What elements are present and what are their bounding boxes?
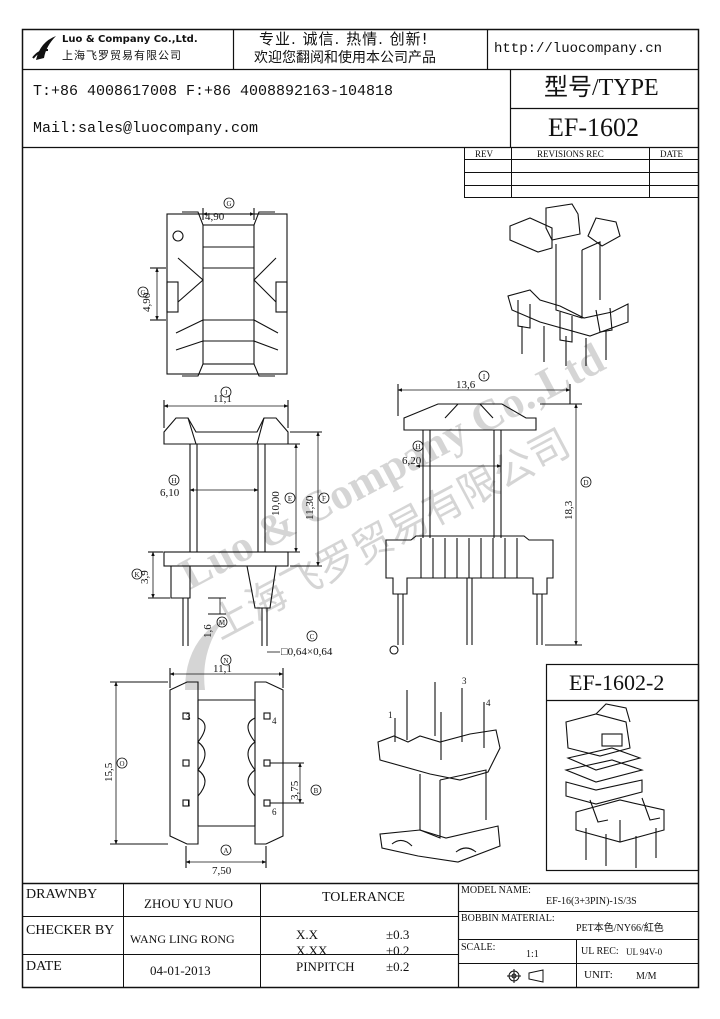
dim-f-height: 11,30 — [304, 495, 316, 520]
marker-c: C — [310, 633, 315, 641]
date-col-header: DATE — [660, 149, 683, 159]
phone-fax: T:+86 4008617008 F:+86 4008892163-104818 — [33, 83, 394, 100]
side-view — [385, 384, 582, 655]
marker-b: B — [314, 787, 319, 795]
tolerance-label: TOLERANCE — [322, 890, 405, 905]
pin-6: 6 — [272, 807, 277, 817]
bobbin-material-value: PET本色/NY66/紅色 — [576, 923, 664, 934]
slogan-line2: 欢迎您翻阅和使用本公司产品 — [254, 50, 436, 66]
marker-k: K — [134, 571, 139, 579]
marker-j: J — [225, 389, 228, 397]
tol-val-1: ±0.3 — [386, 927, 410, 942]
marker-m: M — [219, 619, 226, 627]
dim-a-width: 7,50 — [212, 865, 232, 877]
drawn-by-label: DRAWNBY — [26, 887, 98, 902]
bobbin-material-label: BOBBIN MATERIAL: — [461, 913, 555, 924]
pin-1: 1 — [186, 798, 191, 808]
logo-mark — [32, 36, 56, 60]
iso-view-pins-up — [377, 682, 501, 863]
projection-symbol-icon — [507, 969, 544, 983]
dim-n-width: 11,1 — [213, 663, 232, 675]
marker-g-top: G — [226, 200, 231, 208]
slogan-line1: 专业. 诚信. 热情. 创新! — [259, 30, 429, 48]
model-number: EF-1602 — [548, 113, 639, 142]
marker-e: E — [288, 495, 292, 503]
revisions-rec-col-header: REVISIONS REC — [537, 149, 604, 159]
rev-col-header: REV — [475, 149, 493, 159]
scale-value: 1:1 — [526, 949, 539, 960]
marker-h-left: H — [171, 477, 176, 485]
dimension-labels: 4,90 4,90 11,1 6,10 10,00 11,30 3,9 1,6 … — [103, 211, 575, 877]
iso-pin-3: 3 — [462, 676, 467, 686]
tol-val-3: ±0.2 — [386, 959, 410, 974]
marker-g-side: G — [140, 289, 145, 297]
dim-i-width: 13,6 — [456, 379, 476, 391]
iso-pin-4: 4 — [486, 698, 491, 708]
dimension-markers: G G J H E F K M C I H D N O B A — [116, 197, 592, 856]
model-name-value: EF-16(3+3PIN)-1S/3S — [546, 896, 637, 907]
top-view — [150, 208, 288, 377]
dim-b-pitch: 3,75 — [289, 780, 301, 800]
dim-j-width: 11,1 — [213, 393, 232, 405]
pin-4: 4 — [272, 716, 277, 726]
pin-numbers: 3 4 1 6 1 3 4 — [186, 676, 491, 817]
marker-a: A — [223, 847, 228, 855]
dim-d-height: 18,3 — [563, 500, 575, 520]
company-name-cn: 上海飞罗贸易有限公司 — [62, 49, 182, 62]
marker-d: D — [583, 479, 588, 487]
marker-i: I — [483, 373, 486, 381]
drawn-by-value: ZHOU YU NUO — [144, 896, 234, 911]
checker-value: WANG LING RONG — [130, 932, 235, 946]
company-name-en: Luo & Company Co.,Ltd. — [62, 34, 198, 45]
model-name-label: MODEL NAME: — [461, 885, 531, 896]
marker-n: N — [223, 657, 228, 665]
tol-key-1: X.X — [296, 927, 319, 942]
variant-title: EF-1602-2 — [569, 670, 665, 695]
unit-label: UNIT: — [584, 969, 613, 981]
dim-h-left: 6,10 — [160, 487, 180, 499]
dim-m-pin: 1,6 — [202, 624, 214, 638]
front-view — [148, 400, 322, 653]
ul-rec-label: UL REC: — [581, 946, 619, 957]
bottom-view — [110, 668, 304, 868]
tol-val-2: ±0.2 — [386, 943, 410, 958]
dim-c-pin: □0,64×0,64 — [281, 646, 333, 658]
scale-label: SCALE: — [461, 942, 496, 953]
tol-key-3: PINPITCH — [296, 959, 355, 974]
watermark: Luo & Company Co.,Ltd 上海飞罗贸易有限公司 — [172, 333, 612, 690]
date-value: 04-01-2013 — [150, 963, 211, 978]
iso-view-assembled — [507, 203, 629, 366]
dim-e-height: 10,00 — [270, 491, 282, 516]
ul-rec-value: UL 94V-0 — [626, 947, 663, 957]
dim-o-height: 15,5 — [103, 762, 115, 782]
checker-label: CHECKER BY — [26, 923, 115, 938]
iso-pin-1: 1 — [388, 710, 393, 720]
tol-key-2: X.XX — [296, 943, 328, 958]
email-address[interactable]: Mail:sales@luocompany.com — [33, 120, 259, 137]
marker-h-right: H — [415, 443, 420, 451]
iso-view-exploded — [564, 703, 665, 868]
pin-3: 3 — [186, 712, 191, 722]
dim-h-right: 6,20 — [402, 455, 422, 467]
type-label: 型号/TYPE — [544, 75, 659, 101]
marker-o: O — [119, 760, 124, 768]
date-label: DATE — [26, 959, 62, 974]
dim-g-top: 4,90 — [205, 211, 225, 223]
marker-f: F — [322, 495, 326, 503]
website-link[interactable]: http://luocompany.cn — [494, 41, 663, 57]
unit-value: M/M — [636, 971, 657, 982]
